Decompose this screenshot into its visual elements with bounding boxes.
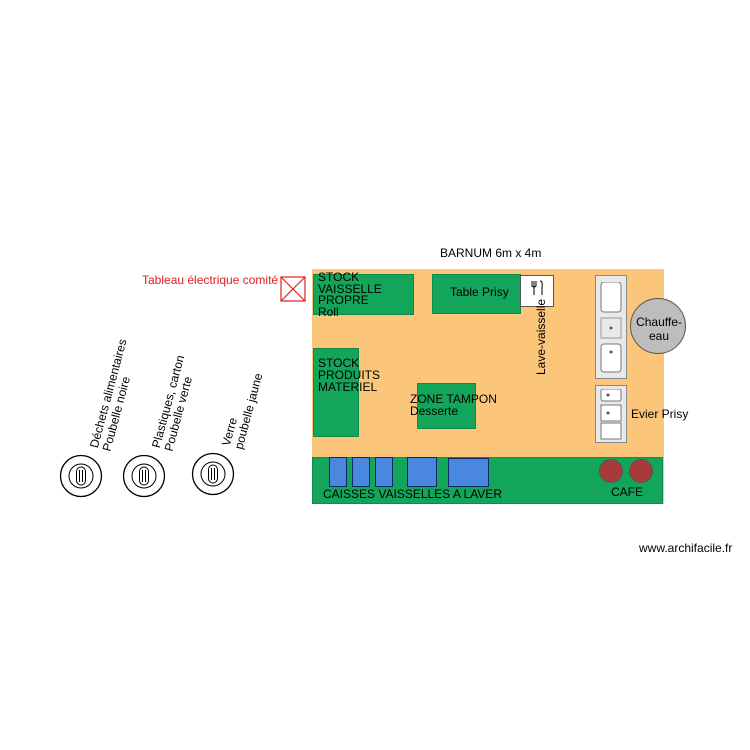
crate-4 — [407, 457, 437, 487]
crate-1 — [329, 457, 347, 487]
stock-clean-dishes-label: STOCK VAISSELLE PROPRE Roll — [318, 270, 382, 319]
stock-products-label: STOCK PRODUITS MATERIEL — [318, 356, 381, 394]
water-heater-label: Chauffe- eau — [636, 315, 682, 343]
table-prisy-label: Table Prisy — [450, 285, 509, 299]
bin-plastic-icon — [122, 454, 166, 498]
water-heater — [630, 298, 686, 354]
coffee-machine-1 — [599, 459, 623, 483]
bin-food-waste-icon — [59, 454, 103, 498]
dishwasher-icon — [520, 275, 554, 307]
bin-glass-label: Verre poubelle jaune — [219, 371, 266, 451]
sink-label: Evier Prisy — [631, 407, 689, 421]
crate-3 — [375, 457, 393, 487]
watermark[interactable]: www.archifacile.fr — [639, 541, 733, 555]
buffer-zone — [417, 383, 476, 429]
stock-products-zone — [313, 348, 359, 437]
coffee-label: CAFE — [611, 485, 644, 499]
crate-2 — [352, 457, 370, 487]
electrical-panel-label: Tableau électrique comité — [142, 273, 279, 287]
bin-plastic-label: Plastiques, carton Poubelle verte — [149, 353, 195, 453]
buffer-zone-label: ZONE TAMPON Desserte — [410, 392, 497, 418]
electrical-panel-icon — [280, 276, 306, 302]
coffee-machine-2 — [629, 459, 653, 483]
dish-crates-label: CAISSES VAISSELLES A LAVER — [323, 487, 502, 501]
stock-clean-dishes-zone — [313, 274, 414, 315]
bin-food-waste-label: Déchets alimentaires Poubelle noire — [87, 337, 133, 453]
table-prisy-zone — [432, 274, 521, 314]
bin-glass-icon — [191, 452, 235, 496]
lower-sink-basins-icon — [600, 389, 622, 440]
upper-sink-basins-icon — [600, 282, 622, 373]
plan-title: BARNUM 6m x 4m — [440, 246, 542, 260]
dishwasher-label: Lave-vaisselle — [534, 298, 548, 375]
crate-5 — [448, 458, 489, 487]
